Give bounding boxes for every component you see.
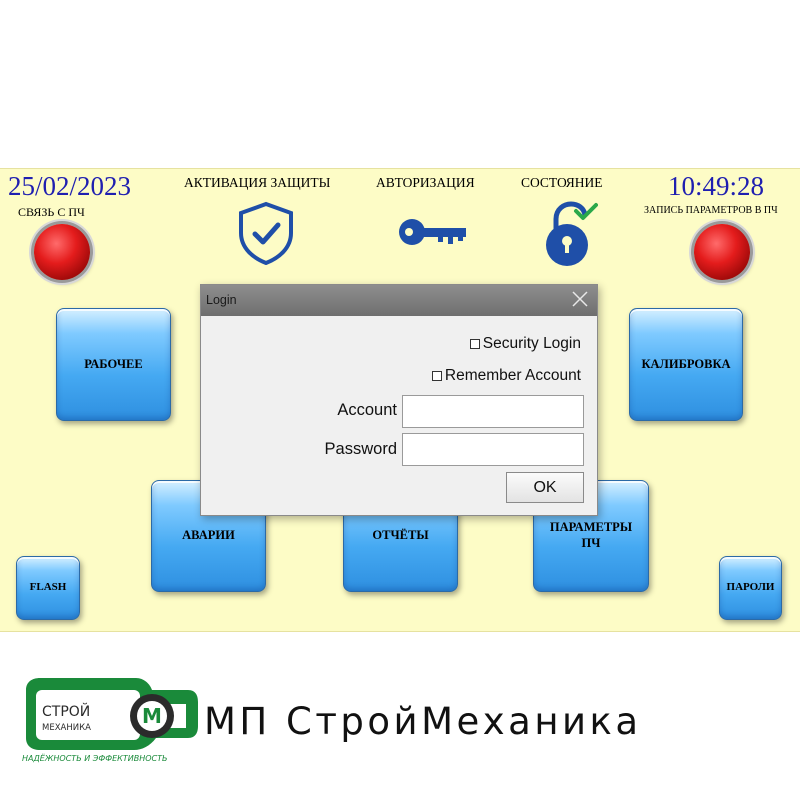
security-login-checkbox[interactable] [469, 339, 480, 349]
write-status-lamp [694, 224, 750, 280]
protection-label: АКТИВАЦИЯ ЗАЩИТЫ [184, 175, 331, 190]
time-display: 10:49:28 [668, 171, 765, 201]
company-logo: М СТРОЙ МЕХАНИКА [26, 678, 198, 750]
account-label: Account [337, 401, 397, 419]
password-input[interactable] [402, 433, 584, 466]
passwords-button[interactable]: ПАРОЛИ [719, 556, 782, 620]
brand-name: МП СтройМеханика [204, 700, 642, 743]
flash-button[interactable]: FLASH [16, 556, 80, 620]
shield-check-icon[interactable] [236, 201, 296, 265]
date-display: 25/02/2023 [8, 171, 132, 201]
authorization-label: АВТОРИЗАЦИЯ [376, 175, 475, 190]
unlocked-padlock-icon[interactable] [540, 201, 598, 267]
link-status-label: СВЯЗЬ С ПЧ [18, 205, 85, 219]
login-dialog: Login Security Login Remember Account Ac… [200, 284, 598, 516]
state-label: СОСТОЯНИЕ [521, 175, 603, 190]
account-input[interactable] [402, 395, 584, 428]
company-tagline: НАДЁЖНОСТЬ И ЭФФЕКТИВНОСТЬ [22, 754, 168, 763]
ok-button[interactable]: OK [506, 472, 584, 503]
calibration-button[interactable]: КАЛИБРОВКА [629, 308, 743, 421]
logo-letter: М [142, 704, 162, 728]
security-login-label: Security Login [482, 335, 581, 352]
password-label: Password [324, 440, 397, 458]
remember-account-option[interactable]: Remember Account [431, 367, 581, 385]
close-icon[interactable] [569, 288, 591, 310]
link-status-lamp [34, 224, 90, 280]
logo-top-text: СТРОЙ [42, 702, 90, 720]
key-icon[interactable] [398, 213, 468, 251]
remember-account-label: Remember Account [444, 367, 581, 384]
remember-account-checkbox[interactable] [431, 371, 442, 381]
logo-bottom-text: МЕХАНИКА [42, 723, 91, 733]
write-params-label: ЗАПИСЬ ПАРАМЕТРОВ В ПЧ [644, 205, 778, 216]
security-login-option[interactable]: Security Login [469, 335, 581, 353]
login-titlebar[interactable]: Login [201, 285, 597, 316]
login-title: Login [206, 293, 237, 307]
company-footer: М СТРОЙ МЕХАНИКА МП СтройМеханика НАДЁЖН… [0, 632, 800, 800]
work-mode-button[interactable]: РАБОЧЕЕ [56, 308, 171, 421]
